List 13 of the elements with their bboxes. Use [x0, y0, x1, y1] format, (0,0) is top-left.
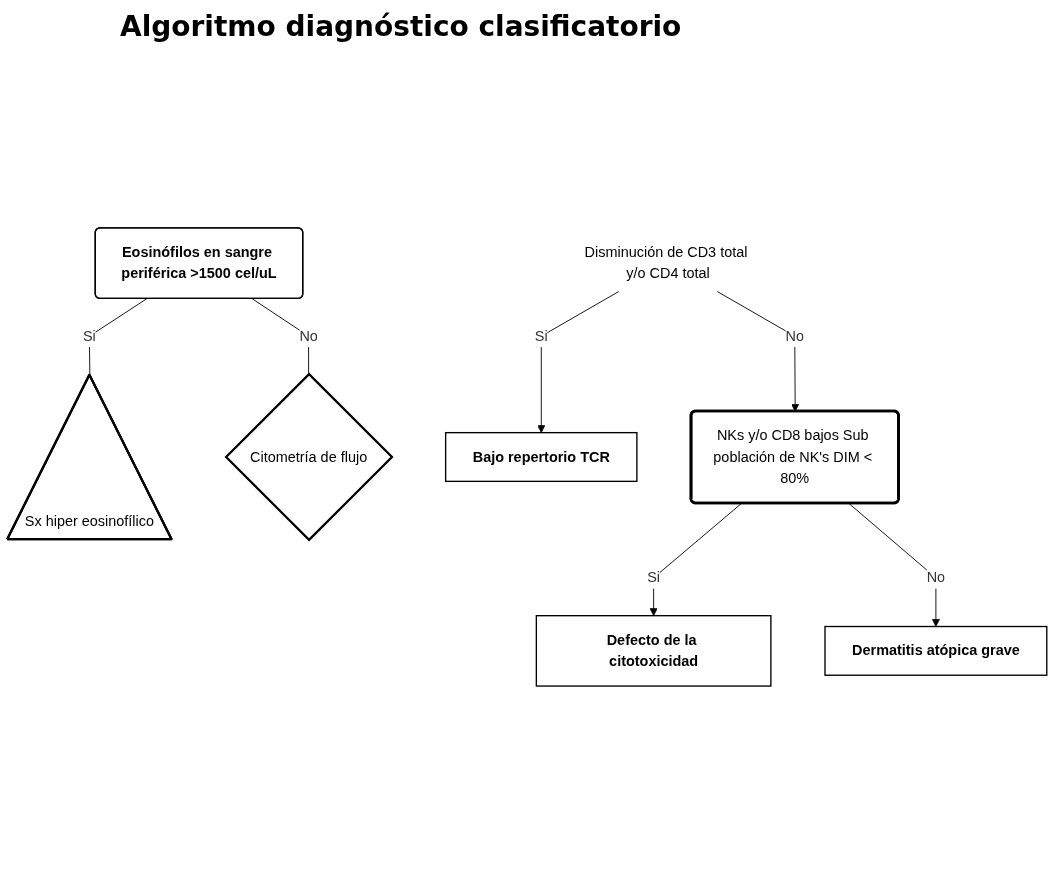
edge-label: Si — [534, 328, 548, 344]
node-box: Dermatitis atópica grave — [824, 625, 1048, 676]
connector — [88, 298, 148, 376]
edge-label: Si — [647, 569, 661, 586]
edge-label: No — [926, 569, 946, 586]
edge-label: No — [785, 328, 804, 344]
edge-label: No — [299, 328, 318, 344]
node-box: Bajo repertorio TCR — [444, 431, 638, 483]
edge-label: Si — [82, 328, 96, 344]
node-text: Disminución de CD3 total y/o CD4 total — [584, 244, 748, 282]
diagram-title: Algoritmo diagnóstico clasificatorio — [120, 10, 683, 43]
node-box: Defecto de la citotoxicidad — [535, 615, 772, 687]
node-diamond: Citometría de flujo — [224, 372, 394, 542]
